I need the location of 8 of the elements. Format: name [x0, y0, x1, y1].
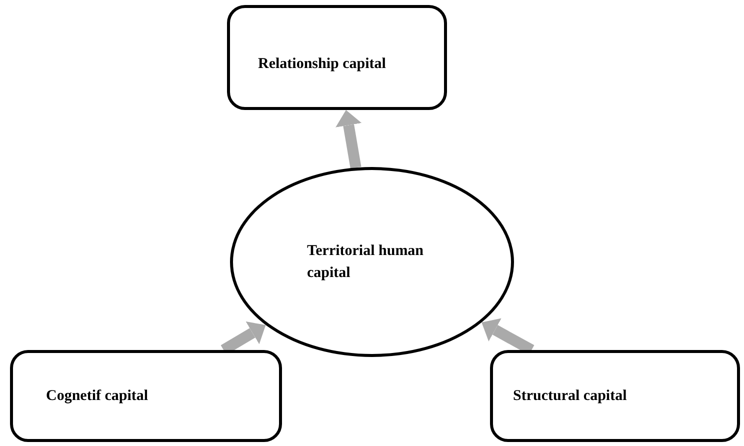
rounded-box — [490, 350, 740, 442]
node-label: Structural capital — [513, 386, 627, 406]
block-arrow — [336, 110, 362, 169]
node-label: Cognetif capital — [46, 386, 148, 406]
node-label: Relationship capital — [258, 55, 386, 74]
node-label: Territorial human capital — [307, 242, 425, 283]
rounded-box — [10, 350, 282, 442]
rounded-box — [227, 5, 447, 110]
